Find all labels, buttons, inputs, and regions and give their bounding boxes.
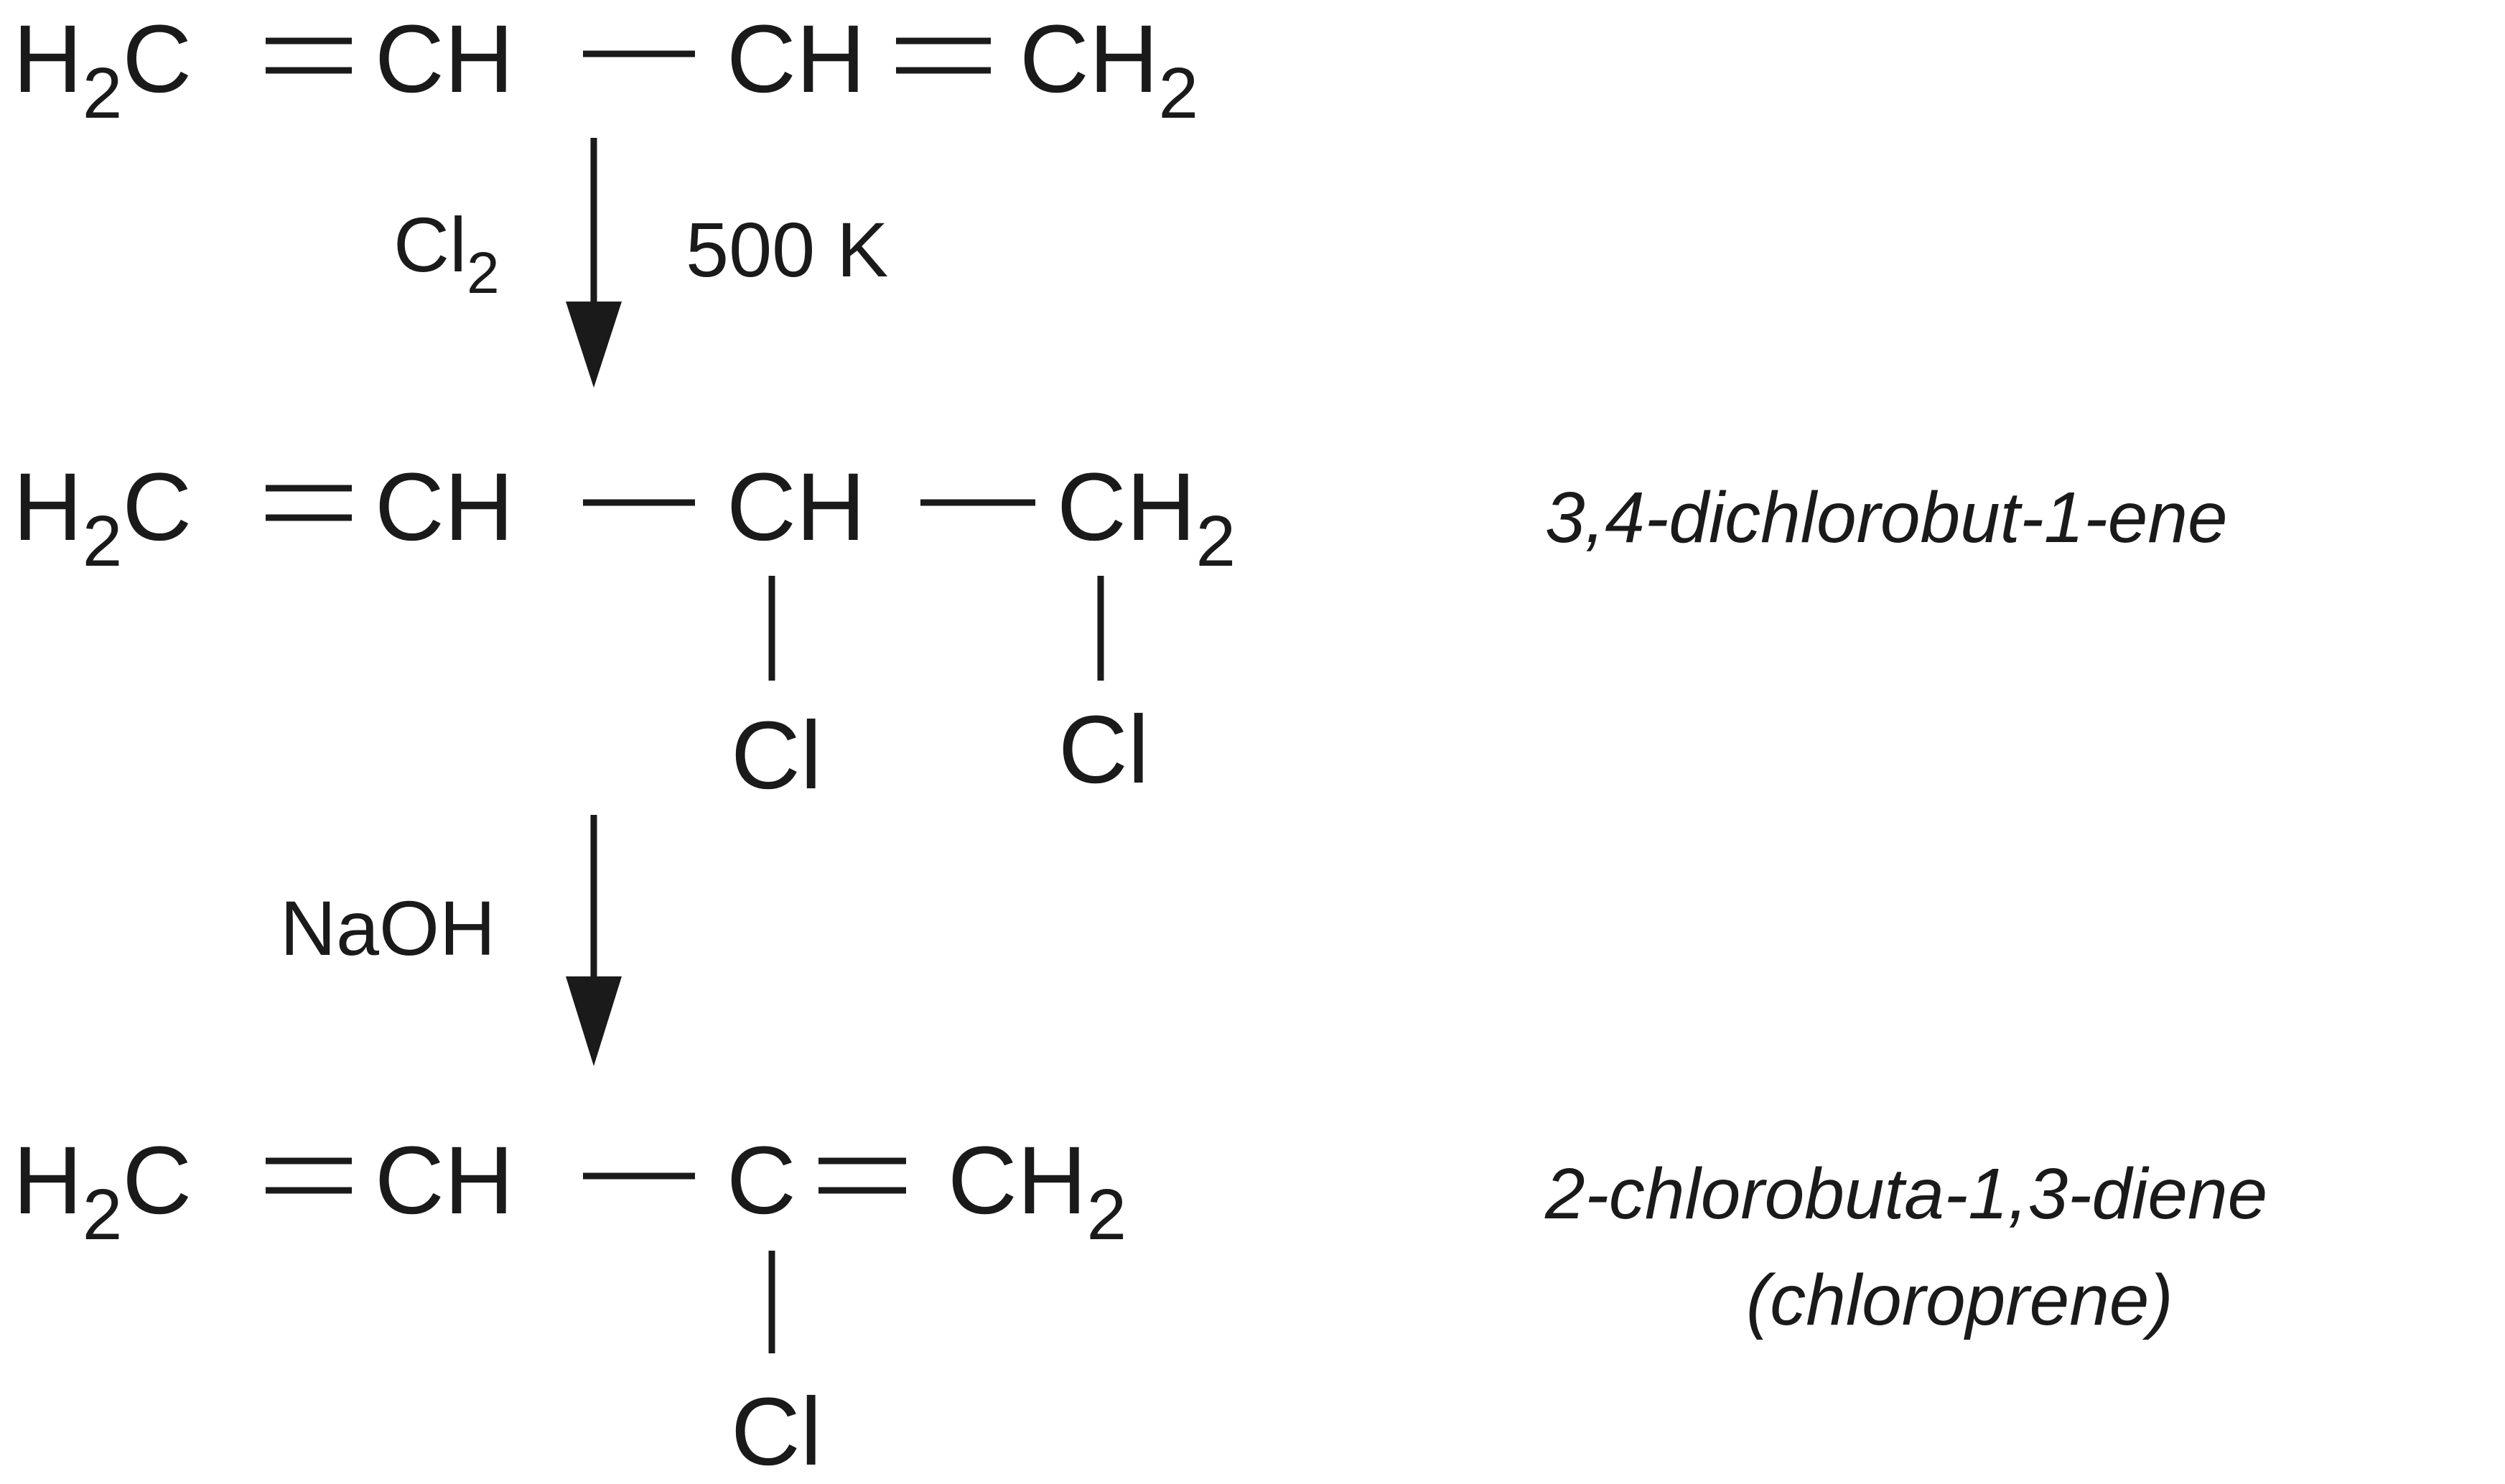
step1-reagent: Cl2 <box>393 201 500 306</box>
product-chloroprene: H2C CH C CH2 Cl <box>13 1127 1126 1484</box>
intermediate-group-2: CH <box>375 454 514 561</box>
step1-condition: 500 K <box>686 206 888 293</box>
product-group-4: CH2 <box>948 1127 1126 1255</box>
product-group-3: C <box>727 1127 796 1234</box>
reactant-group-1: H2C <box>13 6 192 134</box>
reactant-group-4: CH2 <box>1020 6 1198 134</box>
arrow-1-head <box>566 302 622 388</box>
reaction-arrow-2 <box>566 815 622 1066</box>
intermediate-group-1: H2C <box>13 454 192 582</box>
product-substituent-3: Cl <box>731 1378 822 1484</box>
intermediate-substituent-4: Cl <box>1058 696 1149 803</box>
arrow-2-head <box>566 976 622 1066</box>
intermediate-group-3: CH <box>727 454 866 561</box>
product-common-name: (chloroprene) <box>1746 1260 2173 1340</box>
step2-reagent: NaOH <box>280 885 495 971</box>
intermediate-substituent-3: Cl <box>731 702 822 809</box>
reaction-arrow-1 <box>566 138 622 388</box>
product-group-1: H2C <box>13 1127 192 1255</box>
reactant-butadiene: H2C CH CH CH2 <box>13 6 1198 134</box>
intermediate-group-4: CH2 <box>1057 454 1236 582</box>
intermediate-name: 3,4-dichlorobut-1-ene <box>1545 477 2228 558</box>
product-name: 2-chlorobuta-1,3-diene <box>1544 1154 2267 1234</box>
reactant-group-2: CH <box>375 6 514 113</box>
intermediate-dichlorobutene: H2C CH CH CH2 Cl Cl <box>13 454 1236 809</box>
reactant-group-3: CH <box>727 6 866 113</box>
product-group-2: CH <box>375 1127 514 1234</box>
